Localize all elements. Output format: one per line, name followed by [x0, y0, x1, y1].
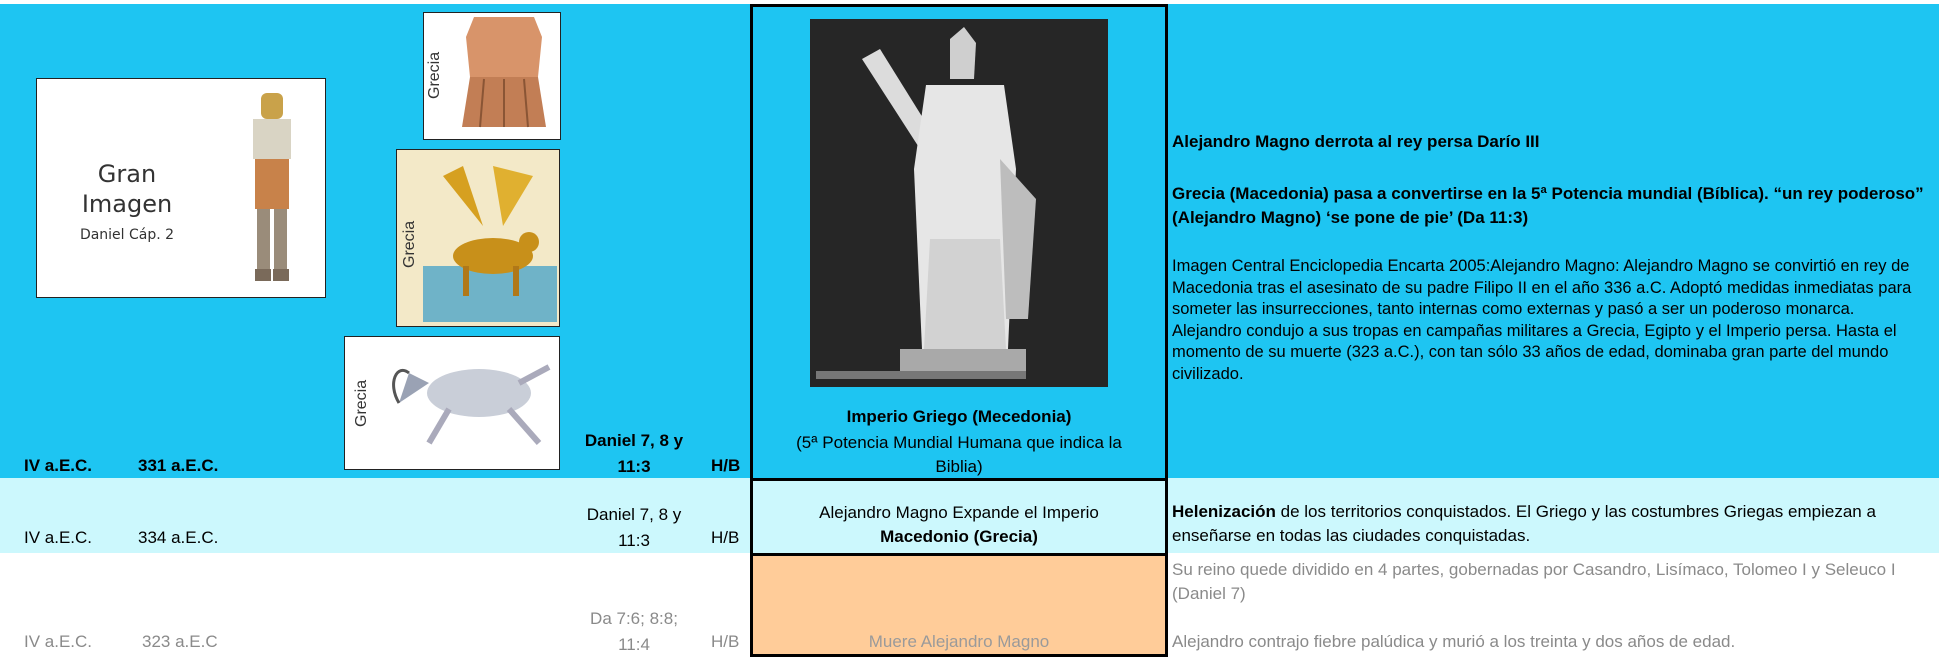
greece-goat-thumbnail: Grecia [344, 336, 560, 470]
alexander-statue-icon [810, 19, 1108, 387]
row1-reference: Daniel 7, 8 y 11:3 [584, 431, 684, 476]
statue-figure-icon [253, 93, 291, 281]
row1-hb: H/B [711, 456, 741, 475]
empire-title-row1: Imperio Griego (Mecedonia) [846, 407, 1072, 426]
empire-cell-row3: Muere Alejandro Magno [750, 553, 1168, 657]
greece-goat-label: Grecia [353, 379, 370, 427]
charging-goat-icon [392, 364, 551, 445]
empire-row2-line1: Alejandro Magno Expande el Imperio [819, 503, 1099, 522]
gran-imagen-line3: Daniel Cáp. 2 [79, 227, 175, 243]
empire-row3: Muere Alejandro Magno [868, 632, 1050, 651]
row3-reference: Da 7:6; 8:8; 11:4 [590, 609, 678, 654]
row3-description-bottom: Alejandro contrajo fiebre palúdica y mur… [1172, 632, 1736, 651]
empire-cell-row2: Alejandro Magno Expande el Imperio Maced… [750, 478, 1168, 553]
row1-description: Imagen Central Enciclopedia Encarta 2005… [1172, 257, 1912, 383]
empire-row2-line2: Macedonio (Grecia) [880, 527, 1038, 546]
row3-description-top: Su reino quede dividido en 4 partes, gob… [1172, 560, 1896, 603]
greece-statue-thumbnail: Grecia [423, 12, 561, 140]
row2-desc-rest: de los territorios conquistados. El Grie… [1172, 502, 1876, 545]
row2-hb: H/B [711, 528, 740, 547]
row1-century: IV a.E.C. [24, 456, 93, 475]
gran-imagen-line1: Gran [97, 160, 157, 188]
row3-year: 323 a.E.C [142, 632, 218, 651]
greece-leopard-thumbnail: Grecia [396, 149, 560, 327]
row1-heading-darius: Alejandro Magno derrota al rey persa Dar… [1172, 132, 1540, 151]
empire-cell-row1: Imperio Griego (Mecedonia) (5ª Potencia … [750, 4, 1168, 478]
gran-imagen-line2: Imagen [81, 190, 173, 218]
bronze-torso-icon [462, 17, 546, 128]
row1-year: 331 a.E.C. [138, 456, 219, 475]
row2-year: 334 a.E.C. [138, 528, 219, 547]
greece-statue-label: Grecia [426, 51, 443, 99]
greece-leopard-label: Grecia [401, 220, 418, 268]
winged-leopard-icon [423, 166, 557, 322]
row2-desc-bold: Helenización [1172, 502, 1276, 521]
row1-heading-fifth-power: Grecia (Macedonia) pasa a convertirse en… [1172, 184, 1924, 227]
row2-century: IV a.E.C. [24, 528, 93, 547]
empire-subtitle-row1: (5ª Potencia Mundial Humana que indica l… [796, 433, 1122, 476]
alexander-statue-photo [810, 19, 1108, 387]
row2-reference: Daniel 7, 8 y 11:3 [586, 505, 682, 550]
row2-description: Helenización de los territorios conquist… [1172, 500, 1924, 548]
gran-imagen-card: Gran Imagen Daniel Cáp. 2 [36, 78, 326, 298]
row3-century: IV a.E.C. [24, 632, 93, 651]
row3-hb: H/B [711, 632, 740, 651]
